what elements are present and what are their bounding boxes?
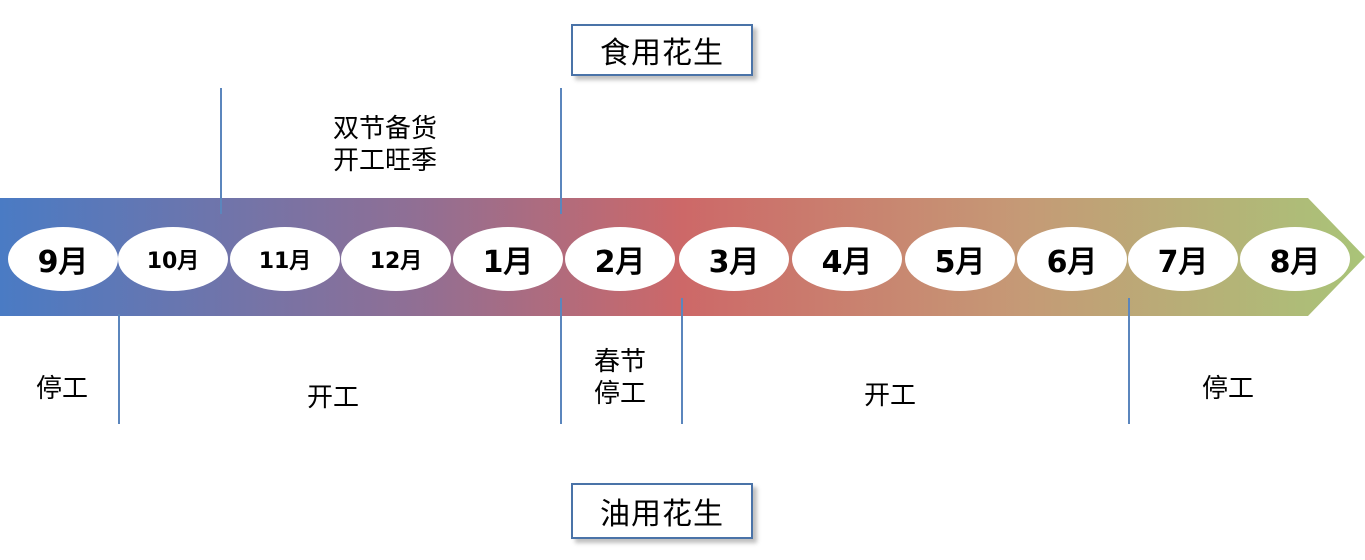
divider-upper-jan bbox=[560, 88, 562, 214]
month-nov: 11月 bbox=[230, 227, 340, 291]
month-oct: 10月 bbox=[118, 227, 228, 291]
edible-peanut-label: 食用花生 bbox=[600, 36, 724, 71]
month-jul: 7月 bbox=[1128, 227, 1238, 291]
month-feb: 2月 bbox=[565, 227, 675, 291]
period-label-2: 开工 bbox=[307, 383, 360, 413]
divider-lower-sep bbox=[118, 314, 120, 424]
month-jan: 1月 bbox=[453, 227, 563, 291]
period-label-4: 开工 bbox=[864, 381, 917, 411]
period-label-5: 停工 bbox=[1202, 374, 1255, 404]
month-dec: 12月 bbox=[341, 227, 451, 291]
month-may: 5月 bbox=[905, 227, 1015, 291]
oil-peanut-label: 油用花生 bbox=[600, 497, 724, 532]
period-label-1: 停工 bbox=[36, 374, 89, 404]
divider-lower-jan bbox=[560, 298, 562, 424]
period-label-3: 春节 停工 bbox=[594, 347, 647, 409]
upper-note: 双节备货 开工旺季 bbox=[333, 113, 437, 177]
month-mar: 3月 bbox=[679, 227, 789, 291]
upper-note-line1: 双节备货 bbox=[333, 114, 438, 144]
month-jun: 6月 bbox=[1017, 227, 1127, 291]
upper-note-line2: 开工旺季 bbox=[333, 146, 438, 176]
month-sep: 9月 bbox=[8, 227, 118, 291]
month-apr: 4月 bbox=[792, 227, 902, 291]
divider-lower-jun bbox=[1128, 298, 1130, 424]
edible-peanut-box: 食用花生 bbox=[571, 24, 753, 76]
month-aug: 8月 bbox=[1240, 227, 1350, 291]
divider-upper-oct bbox=[220, 88, 222, 214]
divider-lower-feb bbox=[681, 298, 683, 424]
oil-peanut-box: 油用花生 bbox=[571, 483, 753, 539]
